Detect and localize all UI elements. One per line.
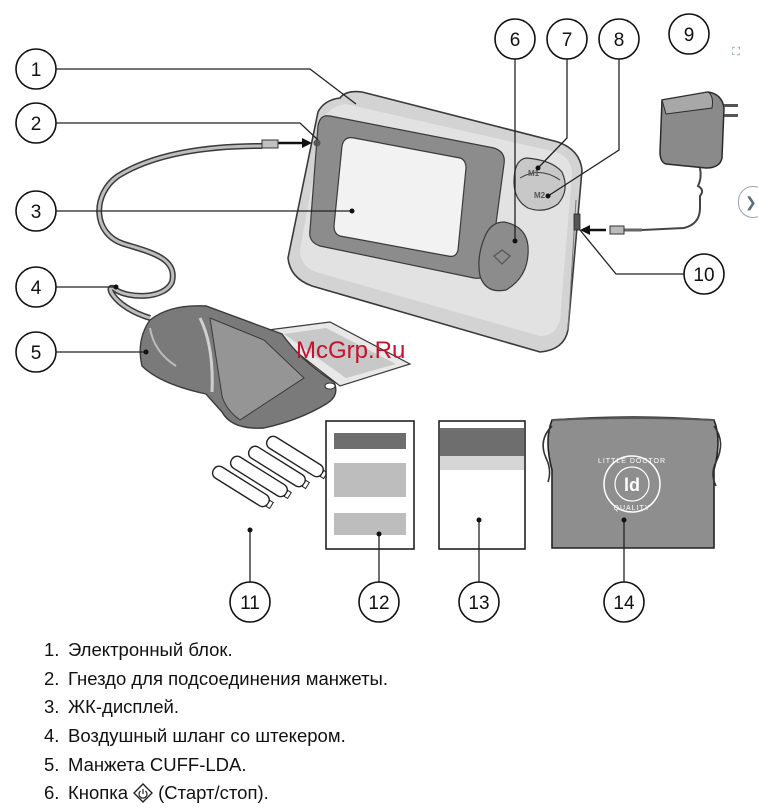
legend-item: 5. Манжета CUFF-LDA. xyxy=(44,750,744,779)
legend-item: 2. Гнездо для подсоединения манжеты. xyxy=(44,665,744,694)
chevron-right-icon[interactable]: ❯ xyxy=(738,186,758,218)
legend-number: 1. xyxy=(44,639,60,661)
watermark: McGrp.Ru xyxy=(296,337,405,364)
socket-arrow-2 xyxy=(278,138,312,148)
callout-10: 10 xyxy=(683,253,725,295)
m2-button-label: M2 xyxy=(534,191,546,200)
callout-number: 4 xyxy=(31,278,42,299)
legend-text: Электронный блок. xyxy=(68,639,233,661)
callout-number: 7 xyxy=(562,30,573,51)
legend-text: Кнопка xyxy=(68,782,129,804)
callout-2: 2 xyxy=(15,102,57,144)
legend-item: 4. Воздушный шланг со штекером. xyxy=(44,722,744,751)
legend-number: 5. xyxy=(44,753,60,775)
callout-number: 14 xyxy=(613,593,635,614)
legend-item: 1. Электронный блок. xyxy=(44,636,744,665)
legend-number: 6. xyxy=(44,782,60,804)
callout-5: 5 xyxy=(15,331,57,373)
batteries xyxy=(211,435,329,510)
bag-ring-text-bottom: QUALITY xyxy=(614,505,651,512)
leader-dots xyxy=(113,165,627,537)
legend-number: 4. xyxy=(44,725,60,747)
callout-number: 10 xyxy=(693,265,714,286)
legend-text: Гнездо для подсоединения манжеты. xyxy=(68,667,388,689)
callout-number: 11 xyxy=(240,593,260,614)
power-adapter xyxy=(609,91,738,235)
callout-number: 9 xyxy=(684,25,695,46)
callout-number: 1 xyxy=(31,60,42,81)
callout-6: 6 xyxy=(494,18,536,60)
storage-bag: ld LITTLE DOCTOR QUALITY xyxy=(542,416,722,549)
legend-item: 3. ЖК-дисплей. xyxy=(44,693,744,722)
callout-13: 13 xyxy=(458,581,500,623)
callout-12: 12 xyxy=(358,581,400,623)
electronic-unit: M1 M2 xyxy=(287,90,583,353)
cuff xyxy=(139,305,412,429)
callout-8: 8 xyxy=(598,18,640,60)
callout-9: 9 xyxy=(668,13,710,55)
air-hose xyxy=(96,139,279,321)
parts-legend: 1. Электронный блок. 2. Гнездо для подсо… xyxy=(44,636,744,808)
legend-text: Манжета CUFF-LDA. xyxy=(68,753,247,775)
callout-3: 3 xyxy=(15,190,57,232)
socket-arrow-10 xyxy=(580,225,606,235)
callout-number: 2 xyxy=(31,114,42,135)
callout-4: 4 xyxy=(15,266,57,308)
legend-number: 3. xyxy=(44,696,60,718)
scan-icon[interactable]: ⛶ xyxy=(732,46,740,58)
callout-number: 12 xyxy=(368,593,389,614)
callout-number: 5 xyxy=(31,343,42,364)
start-stop-icon xyxy=(493,249,511,265)
legend-number: 2. xyxy=(44,667,60,689)
callout-number: 3 xyxy=(31,202,42,223)
bag-ring-text-top: LITTLE DOCTOR xyxy=(598,458,666,465)
callout-number: 8 xyxy=(614,30,625,51)
device-parts-diagram: M1 M2 xyxy=(15,13,738,623)
callout-number: 6 xyxy=(510,30,521,51)
callout-1: 1 xyxy=(15,48,57,90)
callout-14: 14 xyxy=(603,581,645,623)
legend-text: ЖК-дисплей. xyxy=(68,696,179,718)
legend-text: (Старт/стоп). xyxy=(158,782,269,804)
bag-logo-text: ld xyxy=(624,475,640,495)
m1-button-label: M1 xyxy=(528,169,540,178)
start-stop-icon xyxy=(132,782,154,804)
callout-7: 7 xyxy=(546,18,588,60)
leader-lines xyxy=(56,59,684,582)
instruction-manual xyxy=(325,420,415,550)
callout-number: 13 xyxy=(468,593,489,614)
callout-11: 11 xyxy=(229,581,271,623)
legend-text: Воздушный шланг со штекером. xyxy=(68,725,346,747)
legend-item: 6. Кнопка (Старт/стоп). xyxy=(44,779,744,808)
warranty-card xyxy=(438,420,526,550)
